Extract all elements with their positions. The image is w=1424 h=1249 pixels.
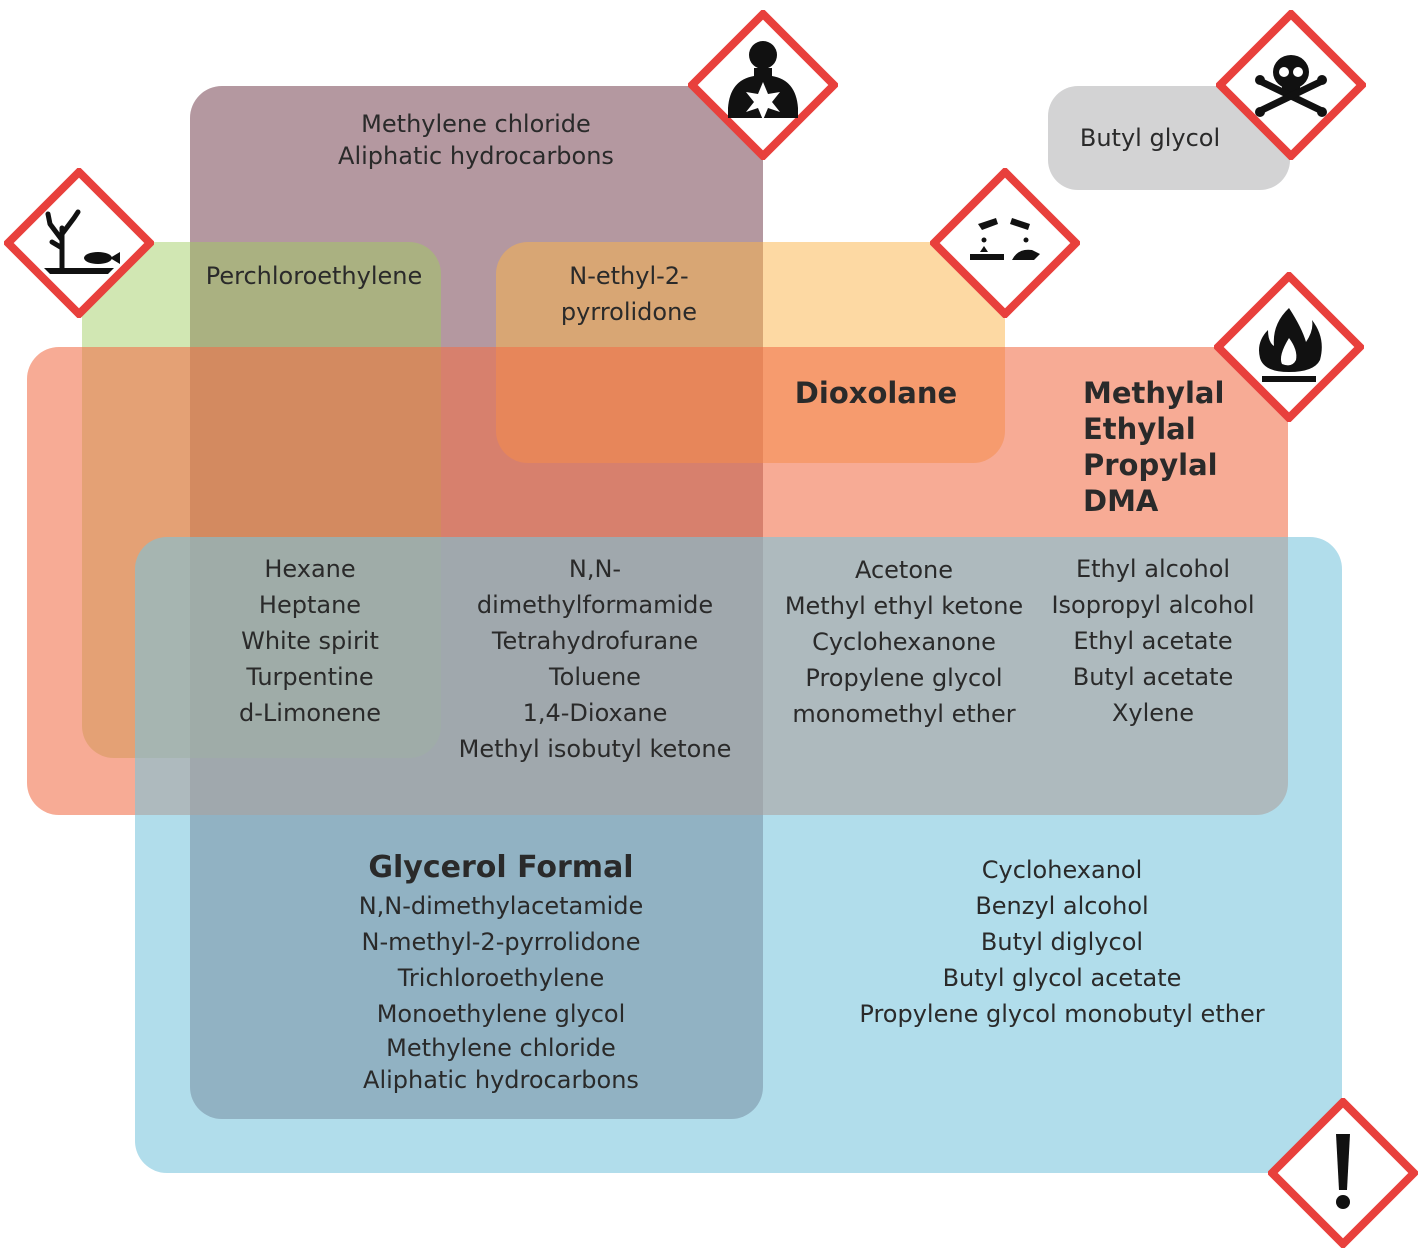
harmful-solvent-list: Cyclohexanol Benzyl alcohol Butyl diglyc…	[859, 852, 1264, 1032]
corrosive-flammable-solvent-list: Dioxolane	[795, 375, 957, 411]
exclamation-icon	[1268, 1098, 1418, 1248]
solvent-label: N,N-dimethylacetamide	[358, 892, 644, 920]
solvent-label: monomethyl ether	[792, 700, 1016, 728]
solvent-label: Butyl acetate	[1072, 663, 1234, 691]
solvent-label: Xylene	[1111, 699, 1195, 727]
cmr-harm-solvent-list: Glycerol Formal N,N-dimethylacetamide N-…	[359, 848, 644, 1096]
solvent-label: Benzyl alcohol	[975, 892, 1149, 920]
solvent-label: Methylene chloride	[361, 110, 591, 138]
solvent-label: d-Limonene	[239, 699, 381, 727]
solvent-label: Methyl isobutyl ketone	[458, 735, 732, 763]
solvent-label: Butyl diglycol	[980, 928, 1144, 956]
solvent-label: N-ethyl-2-	[569, 262, 689, 290]
cmr-flam-harm-solvent-list: N,N- dimethylformamide Tetrahydrofurane …	[459, 551, 732, 767]
solvent-label: White spirit	[241, 627, 379, 655]
solvent-label: Tetrahydrofurane	[491, 627, 699, 655]
solvent-label: Turpentine	[246, 663, 374, 691]
solvent-label: Perchloroethylene	[205, 262, 423, 290]
solvent-label: Toluene	[549, 663, 641, 691]
solvent-label: Hexane	[264, 555, 356, 583]
flammable-icon	[1214, 272, 1364, 422]
environment-solvent-list: Perchloroethylene	[206, 258, 423, 294]
solvent-label: Ethylal	[1083, 412, 1196, 446]
solvent-label: Isopropyl alcohol	[1051, 591, 1255, 619]
flam-harm-solvent-list-a: Acetone Methyl ethyl ketone Cyclohexanon…	[785, 552, 1023, 732]
solvent-label: Acetone	[854, 556, 954, 584]
solvent-heading: Glycerol Formal	[368, 850, 634, 885]
solvent-label: Methyl ethyl ketone	[784, 592, 1024, 620]
flammable-solvent-list: Methylal Ethylal Propylal DMA	[1083, 375, 1224, 519]
toxic-skull-icon	[1216, 10, 1366, 160]
harmful-hazard-region	[135, 537, 1342, 1173]
corrosive-icon	[930, 168, 1080, 318]
solvent-label: Butyl glycol	[1079, 124, 1221, 152]
solvent-label: Heptane	[258, 591, 362, 619]
solvent-label: DMA	[1083, 484, 1159, 518]
solvent-label: Trichloroethylene	[397, 964, 605, 992]
health-hazard-icon	[688, 10, 838, 160]
solvent-label: Propylene glycol monobutyl ether	[859, 1000, 1265, 1028]
toxic-solvent-list: Butyl glycol	[1080, 120, 1220, 156]
corrosive-solvent-list: N-ethyl-2- pyrrolidone	[561, 258, 697, 330]
solvent-label: Aliphatic hydrocarbons	[338, 142, 614, 170]
environment-icon	[4, 168, 154, 318]
solvent-label: Methylene chloride	[386, 1034, 616, 1062]
solvent-label: Ethyl alcohol	[1075, 555, 1231, 583]
solvent-label: N,N-	[568, 555, 622, 583]
solvent-label: Butyl glycol acetate	[942, 964, 1182, 992]
solvent-label: N-methyl-2-pyrrolidone	[361, 928, 641, 956]
solvent-label: Cyclohexanol	[981, 856, 1143, 884]
flam-harm-solvent-list-b: Ethyl alcohol Isopropyl alcohol Ethyl ac…	[1051, 551, 1254, 731]
solvent-label: Monoethylene glycol	[376, 1000, 626, 1028]
solvent-label: pyrrolidone	[560, 298, 698, 326]
solvent-label: Methylal	[1083, 376, 1225, 410]
solvent-label: Propylene glycol	[805, 664, 1003, 692]
cmr-solvent-list: Methylene chloride Aliphatic hydrocarbon…	[338, 108, 614, 172]
solvent-label: Dioxolane	[794, 376, 958, 410]
env-flam-harm-solvent-list: Hexane Heptane White spirit Turpentine d…	[239, 551, 381, 731]
solvent-label: Cyclohexanone	[812, 628, 996, 656]
solvent-label: 1,4-Dioxane	[522, 699, 668, 727]
solvent-label: Aliphatic hydrocarbons	[363, 1066, 639, 1094]
solvent-label: Ethyl acetate	[1073, 627, 1233, 655]
solvent-label: Propylal	[1083, 448, 1218, 482]
solvent-label: dimethylformamide	[476, 591, 714, 619]
